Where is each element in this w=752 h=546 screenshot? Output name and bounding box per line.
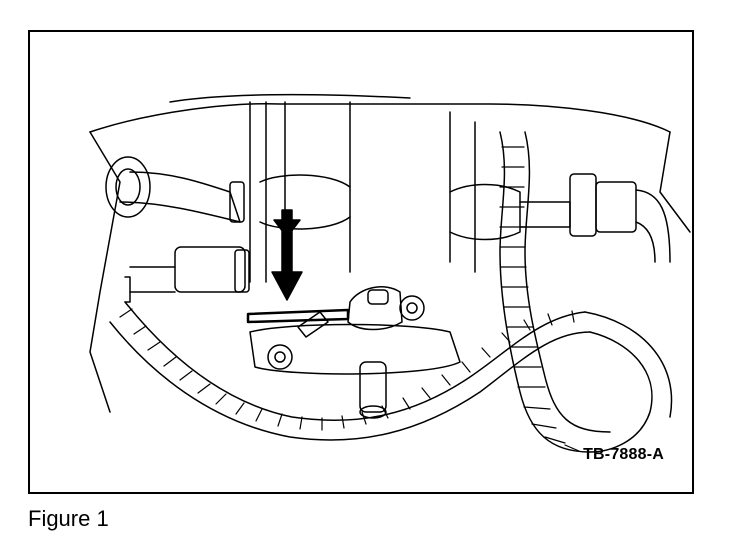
wiring-harness — [109, 131, 673, 453]
figure-frame: TB-7888-A — [28, 30, 694, 494]
direction-arrow — [271, 209, 303, 301]
engine-block-outline — [89, 93, 691, 413]
intake-manifold — [249, 101, 571, 293]
sensor-clip — [246, 286, 403, 338]
connector-left — [124, 246, 250, 303]
connector-right — [569, 173, 671, 263]
hose-fitting-ring — [105, 156, 151, 218]
figure-code: TB-7888-A — [583, 446, 664, 463]
bolt-left — [267, 344, 293, 370]
hose-left — [105, 156, 245, 223]
bolt-right — [399, 295, 425, 321]
mounting-bracket — [249, 295, 461, 419]
engine-illustration — [89, 93, 691, 453]
figure-caption: Figure 1 — [28, 506, 109, 531]
